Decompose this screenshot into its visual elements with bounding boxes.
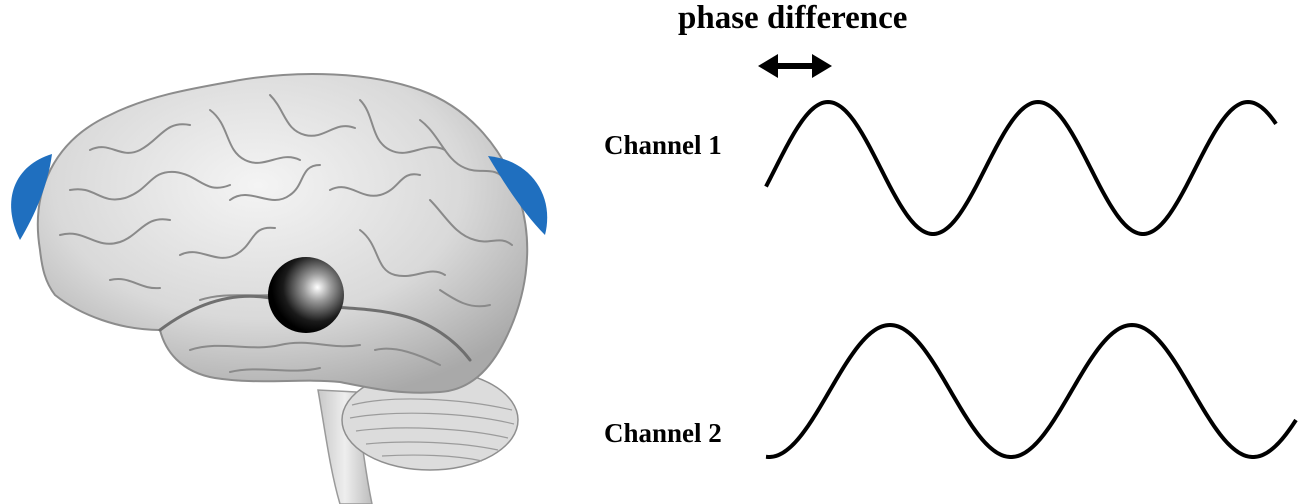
channel-1-label: Channel 1 [604, 130, 722, 160]
source-sphere [268, 257, 344, 333]
channel-2-wave [765, 322, 1298, 459]
electrode-pad-right [488, 156, 548, 235]
electrode-pad-left [11, 154, 52, 240]
channel-1-wave [764, 99, 1278, 236]
brain-illustration [36, 73, 529, 504]
channel-2-label: Channel 2 [604, 418, 722, 448]
double-arrow-icon [758, 54, 832, 78]
phase-difference-title: phase difference [678, 0, 908, 36]
